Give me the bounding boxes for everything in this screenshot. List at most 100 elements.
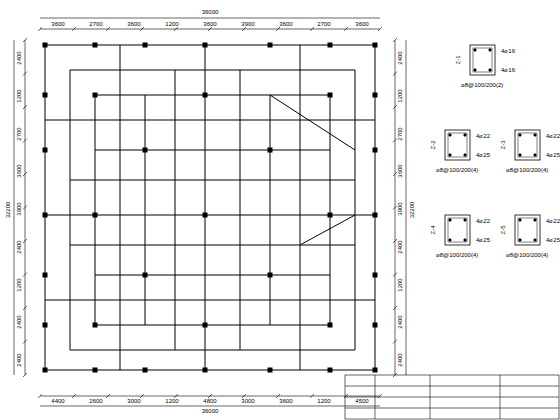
dimension: 3600 (278, 21, 293, 27)
column-note: 4⌀25 (545, 237, 560, 243)
column (268, 368, 273, 373)
column (373, 323, 378, 328)
column-note: ⌀8@100/200(4) (435, 167, 479, 173)
rebar (534, 219, 536, 221)
column-note: 4⌀25 (475, 152, 491, 158)
dimension: 2600 (88, 398, 103, 404)
column (203, 323, 208, 328)
outer-beam (45, 45, 375, 370)
dim-tick (23, 273, 27, 277)
dim-tick (23, 172, 27, 176)
column (373, 43, 378, 48)
dimension: 3600 (50, 21, 65, 27)
column (93, 43, 98, 48)
column (328, 93, 333, 98)
column (268, 43, 273, 48)
column (143, 273, 148, 278)
rebar (489, 49, 491, 51)
dim-tick (393, 38, 397, 42)
column-note: ⌀8@100/200(4) (435, 252, 479, 258)
beam-line (95, 95, 96, 325)
beam-line (70, 245, 355, 246)
dimension: 2400 (16, 50, 22, 65)
dimension: 2700 (88, 21, 103, 27)
rebar (519, 219, 521, 221)
column (43, 368, 48, 373)
column-note: 4⌀22 (475, 218, 491, 224)
column (143, 148, 148, 153)
dimension: 3900 (240, 21, 255, 27)
rebar (449, 239, 451, 241)
dimension: 1200 (164, 398, 179, 404)
dimension: 3900 (16, 201, 22, 216)
rebar (449, 219, 451, 221)
column-note: ⌀8@100/200(2) (460, 82, 504, 88)
dim-tick (393, 105, 397, 109)
column (373, 93, 378, 98)
column (268, 148, 273, 153)
dim-tick (242, 27, 246, 31)
dimension: 3600 (126, 21, 141, 27)
rebar (464, 134, 466, 136)
rebar (519, 134, 521, 136)
beam-line (95, 95, 330, 96)
dimension: 32200 (5, 201, 11, 220)
rebar (519, 239, 521, 241)
column-section (445, 130, 470, 160)
column (203, 213, 208, 218)
dimension: 1200 (16, 277, 22, 292)
dimension: 3600 (278, 398, 293, 404)
dim-tick (23, 340, 27, 344)
dim-tick (393, 273, 397, 277)
dim-tick (276, 27, 280, 31)
column-section (445, 215, 470, 245)
beam-line (300, 215, 355, 245)
column-note: 4⌀25 (545, 152, 560, 158)
dimension: 2700 (316, 21, 331, 27)
stirrup (518, 218, 537, 242)
beam-line (300, 45, 301, 370)
column (373, 213, 378, 218)
dim-tick (174, 27, 178, 31)
column (373, 148, 378, 153)
dim-tick (344, 394, 348, 398)
column-section (515, 215, 540, 245)
dim-tick (393, 306, 397, 310)
dimension: 4400 (50, 398, 65, 404)
dim-tick (208, 27, 212, 31)
column (268, 273, 273, 278)
beam-line (70, 70, 355, 71)
column (43, 323, 48, 328)
dimension: 1200 (16, 88, 22, 103)
rebar (474, 49, 476, 51)
column-note: 4⌀16 (500, 67, 516, 73)
beam-line (120, 45, 121, 370)
column-note: Z-3 (500, 140, 506, 151)
dim-tick (23, 239, 27, 243)
beam-line (355, 70, 356, 350)
dim-tick (393, 72, 397, 76)
dim-tick (378, 27, 382, 31)
beam-line (270, 95, 271, 325)
dim-tick (72, 27, 76, 31)
dimension: 3600 (202, 21, 217, 27)
dim-tick (23, 306, 27, 310)
column (43, 43, 48, 48)
column (43, 93, 48, 98)
column-section (470, 45, 495, 75)
column (328, 43, 333, 48)
beam-line (95, 150, 330, 151)
dimension: 36000 (201, 9, 220, 15)
column-note: 4⌀16 (500, 48, 516, 54)
stirrup (448, 133, 467, 157)
beam-line (95, 325, 330, 326)
column-note: Z-4 (430, 225, 436, 236)
dim-tick (310, 27, 314, 31)
rebar (474, 69, 476, 71)
beam-line (330, 95, 331, 325)
column-note: 4⌀22 (475, 133, 491, 139)
column (93, 213, 98, 218)
column (203, 43, 208, 48)
column (328, 323, 333, 328)
